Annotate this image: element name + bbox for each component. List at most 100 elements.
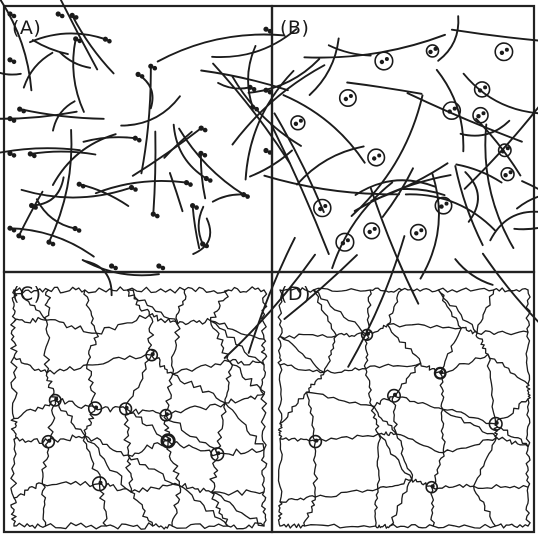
network-strand xyxy=(44,320,50,373)
network-strand xyxy=(14,357,47,373)
network-strand xyxy=(261,394,266,449)
network-strand xyxy=(438,288,493,292)
chain-end-group xyxy=(12,228,17,233)
network-strand xyxy=(216,403,226,454)
end-group-cluster xyxy=(341,241,345,245)
network-strand xyxy=(377,434,380,489)
network-strand xyxy=(87,333,98,365)
chain-end-group xyxy=(51,242,56,247)
chain-end-group xyxy=(153,66,158,71)
network-strand xyxy=(366,290,371,335)
polymer-chain xyxy=(233,65,325,144)
end-group-cluster xyxy=(411,225,426,240)
end-group-cluster xyxy=(501,168,514,181)
chain-end-group xyxy=(161,266,166,271)
network-strand xyxy=(172,524,228,529)
end-group-cluster xyxy=(299,119,303,123)
network-strand xyxy=(179,486,228,527)
network-strand xyxy=(55,400,85,436)
polymer-chain xyxy=(246,71,294,180)
network-strand xyxy=(443,437,496,452)
network-strand xyxy=(474,485,528,489)
network-strand xyxy=(488,354,528,384)
end-group-cluster xyxy=(373,227,377,231)
end-group-cluster xyxy=(427,45,439,57)
network-strand xyxy=(474,486,496,526)
chain-end-group xyxy=(77,228,82,233)
network-strand xyxy=(313,290,336,336)
network-strand xyxy=(375,489,378,526)
network-strand xyxy=(324,368,366,373)
network-strand xyxy=(432,484,474,489)
network-strand xyxy=(443,409,496,424)
panel-c-network xyxy=(11,287,267,529)
network-strand xyxy=(46,523,107,529)
panel-d-frame xyxy=(272,272,534,532)
chain-end-group xyxy=(107,39,112,44)
end-group-cluster xyxy=(473,108,488,123)
network-strand xyxy=(172,486,181,527)
crosslink-cluster xyxy=(47,439,51,443)
chain-end-group xyxy=(137,138,142,143)
network-strand xyxy=(85,436,128,456)
network-strand xyxy=(307,392,316,441)
network-strand xyxy=(526,447,530,488)
network-strand xyxy=(131,483,179,492)
end-group-cluster xyxy=(448,109,452,113)
polymer-chain xyxy=(275,113,324,212)
end-group-cluster xyxy=(323,204,327,208)
network-strand xyxy=(126,409,169,441)
end-group-cluster xyxy=(385,57,389,61)
network-strand xyxy=(315,489,378,497)
end-group-cluster xyxy=(453,107,457,111)
polymer-chain xyxy=(483,254,538,335)
end-group-cluster xyxy=(346,238,350,242)
network-strand xyxy=(526,487,530,526)
network-strand xyxy=(225,403,264,450)
network-strand xyxy=(48,287,85,293)
chain-end-group xyxy=(74,15,79,20)
network-strand xyxy=(262,339,267,365)
network-strand xyxy=(280,336,324,372)
network-strand xyxy=(527,384,531,399)
chain-end-group xyxy=(203,128,208,133)
crosslink-cluster xyxy=(54,397,58,401)
end-group-cluster xyxy=(414,231,418,235)
network-strand xyxy=(280,334,337,338)
network-strand xyxy=(46,320,96,334)
end-group-cluster xyxy=(478,88,482,92)
network-strand xyxy=(402,288,439,291)
crosslink-cluster xyxy=(165,412,169,416)
network-strand xyxy=(225,362,232,403)
polymer-chain xyxy=(352,95,423,216)
network-strand xyxy=(177,319,210,325)
polymer-chain xyxy=(213,194,246,201)
network-strand xyxy=(225,394,264,403)
panel-c: (C) xyxy=(4,272,272,532)
end-group-cluster xyxy=(340,90,356,106)
network-strand xyxy=(477,290,494,333)
network-strand xyxy=(128,455,179,486)
network-strand xyxy=(229,287,265,293)
polymer-chain xyxy=(438,16,458,61)
network-strand xyxy=(376,525,390,529)
network-strand xyxy=(313,288,370,291)
end-group-cluster xyxy=(482,111,486,115)
network-strand xyxy=(131,492,153,526)
network-strand xyxy=(11,322,17,357)
network-strand xyxy=(11,419,17,440)
end-group-cluster xyxy=(368,149,385,166)
network-strand xyxy=(280,524,305,528)
panel-d: (D) xyxy=(272,272,534,532)
crosslink-cluster xyxy=(99,481,103,485)
end-group-cluster xyxy=(344,97,348,101)
end-group-cluster xyxy=(476,114,480,118)
polymer-chain xyxy=(164,132,192,158)
network-strand xyxy=(173,360,230,374)
network-strand xyxy=(397,434,444,453)
network-strand xyxy=(11,439,17,498)
network-strand xyxy=(324,336,336,373)
network-strand xyxy=(14,523,46,528)
network-strand xyxy=(280,392,307,424)
polymer-chain xyxy=(84,137,136,142)
